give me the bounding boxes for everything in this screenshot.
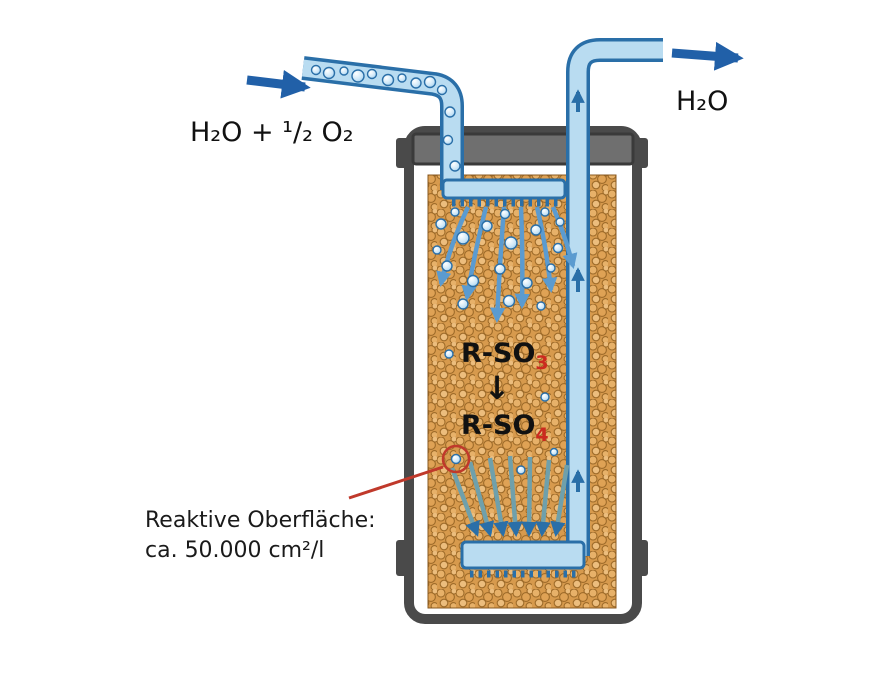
reaction-labels: R-SO3 ↓ R-SO4 bbox=[461, 338, 549, 446]
reaction-product-label: R-SO4 bbox=[461, 410, 549, 446]
outlet-label: H₂O bbox=[676, 86, 728, 117]
reactive-surface-annotation: Reaktive Oberfläche: ca. 50.000 cm²/l bbox=[145, 444, 471, 563]
reaction-educt-label: R-SO3 bbox=[461, 338, 549, 374]
collect-flow-arrows bbox=[449, 455, 570, 538]
media-bubbles bbox=[432, 207, 565, 475]
inlet-label: H₂O + ¹/₂ O₂ bbox=[190, 117, 354, 148]
inlet-flow-arrow bbox=[246, 69, 311, 99]
annotation-circle bbox=[441, 444, 471, 474]
annotation-line bbox=[348, 465, 444, 500]
outlet-riser-pipe bbox=[566, 38, 663, 556]
annotation-text-line2: ca. 50.000 cm²/l bbox=[145, 538, 324, 563]
annotation-text-line1: Reaktive Oberfläche: bbox=[145, 508, 376, 533]
collector-pipe bbox=[460, 540, 586, 578]
reaction-arrow: ↓ bbox=[484, 369, 511, 407]
outlet-flow-arrow bbox=[671, 41, 744, 71]
inlet-bubbles bbox=[310, 64, 461, 172]
distributor-pipe bbox=[441, 178, 567, 207]
